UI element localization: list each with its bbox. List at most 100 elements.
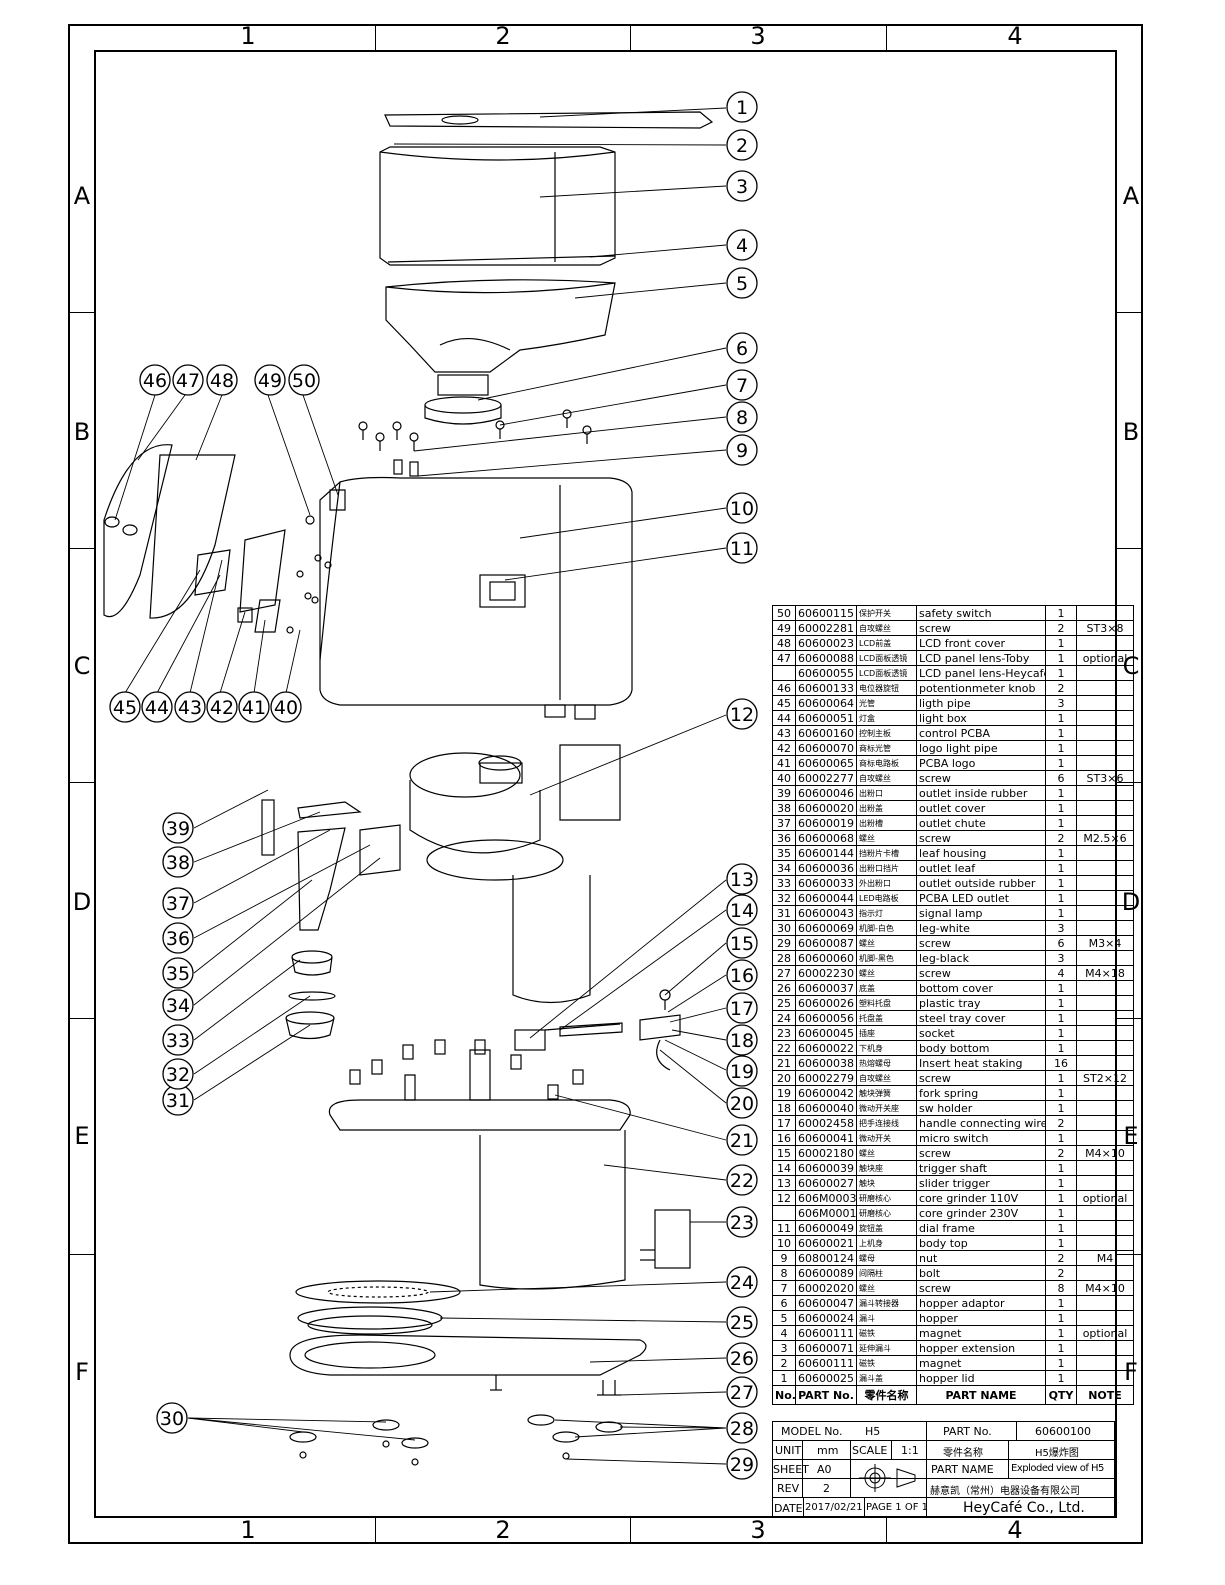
callout-number: 2 <box>736 135 748 157</box>
parts-cell-no: 11 <box>772 1220 796 1236</box>
parts-cell-name: handle connecting wire <box>916 1115 1046 1131</box>
parts-cell-no: 39 <box>772 785 796 801</box>
callout-number: 47 <box>176 370 200 392</box>
parts-cell-no: 23 <box>772 1025 796 1041</box>
parts-cell-name: logo light pipe <box>916 740 1046 756</box>
parts-cell-part-no: 60600040 <box>795 1100 857 1116</box>
zone-col-label: 3 <box>750 1516 766 1544</box>
parts-cell-part-no: 60002020 <box>795 1280 857 1296</box>
callout-number: 18 <box>730 1030 754 1052</box>
callout-17: 17 <box>726 992 758 1024</box>
parts-cell-part-no: 60600027 <box>795 1175 857 1191</box>
parts-cell-cn: 托盘盖 <box>856 1010 917 1026</box>
parts-cell-no: 29 <box>772 935 796 951</box>
body-bottom-part <box>328 1039 631 1290</box>
callout-27: 27 <box>726 1376 758 1408</box>
parts-cell-part-no: 60600064 <box>795 695 857 711</box>
parts-cell-cn: 微动开关 <box>856 1130 917 1146</box>
parts-cell-qty: 1 <box>1045 1130 1077 1146</box>
parts-cell-part-no: 60002279 <box>795 1070 857 1086</box>
rev-value: 2 <box>823 1482 830 1495</box>
parts-cell-cn: 磁铁 <box>856 1325 917 1341</box>
sheet-value: A0 <box>817 1463 832 1476</box>
callout-16: 16 <box>726 959 758 991</box>
parts-cell-note: M2.5×6 <box>1076 830 1134 846</box>
parts-cell-name: trigger shaft <box>916 1160 1046 1176</box>
callout-circle <box>162 846 194 878</box>
unit-label: UNIT <box>775 1444 802 1457</box>
parts-cell-note <box>1076 1235 1134 1251</box>
parts-cell-name: LCD panel lens-Toby <box>916 650 1046 666</box>
callout-circle <box>162 1058 194 1090</box>
parts-cell-name: hopper extension <box>916 1340 1046 1356</box>
callout-7: 7 <box>726 369 758 401</box>
callout-38: 38 <box>162 846 194 878</box>
outlet-assembly-part <box>261 799 401 1040</box>
parts-cell-note <box>1076 875 1134 891</box>
parts-cell-cn: 螺丝 <box>856 830 917 846</box>
parts-cell-name: nut <box>916 1250 1046 1266</box>
title-block: MODEL No. H5 PART No. 60600100 UNIT mm S… <box>772 1421 1116 1518</box>
callout-circle <box>726 1448 758 1480</box>
parts-cell-qty: 1 <box>1045 1190 1077 1206</box>
zone-col-label: 4 <box>1007 1516 1023 1544</box>
parts-cell-qty: 1 <box>1045 875 1077 891</box>
callout-circle <box>726 1055 758 1087</box>
parts-header-name: PART NAME <box>916 1385 1046 1405</box>
parts-cell-cn: 保护开关 <box>856 605 917 621</box>
scale-value: 1:1 <box>901 1444 919 1457</box>
parts-cell-qty: 6 <box>1045 770 1077 786</box>
parts-cell-qty: 1 <box>1045 1100 1077 1116</box>
parts-cell-cn: LCD面板透镜 <box>856 665 917 681</box>
leader-lines <box>114 107 727 1465</box>
parts-cell-note <box>1076 1130 1134 1146</box>
callout-number: 25 <box>730 1312 754 1334</box>
callout-circle <box>726 927 758 959</box>
zone-tick <box>375 1518 376 1544</box>
zone-tick <box>68 1254 94 1255</box>
parts-cell-part-no: 60600115 <box>795 605 857 621</box>
parts-cell-no: 12 <box>772 1190 796 1206</box>
parts-cell-note: M4×18 <box>1076 965 1134 981</box>
callout-circle <box>726 1412 758 1444</box>
callout-circle <box>726 170 758 202</box>
parts-cell-cn: 光管 <box>856 695 917 711</box>
callout-10: 10 <box>726 492 758 524</box>
callout-circle <box>206 364 238 396</box>
parts-cell-qty: 1 <box>1045 1310 1077 1326</box>
plastic-tray-part <box>297 1306 443 1335</box>
callout-3: 3 <box>726 170 758 202</box>
parts-cell-qty: 2 <box>1045 620 1077 636</box>
callout-9: 9 <box>726 434 758 466</box>
callout-number: 20 <box>730 1093 754 1115</box>
callout-circle <box>162 922 194 954</box>
callout-number: 26 <box>730 1348 754 1370</box>
callout-circle <box>172 364 204 396</box>
parts-cell-part-no: 60600020 <box>795 800 857 816</box>
callout-circle <box>726 1087 758 1119</box>
parts-cell-name: socket <box>916 1025 1046 1041</box>
projection-symbol-icon <box>859 1464 916 1492</box>
parts-cell-name: Insert heat staking <box>916 1055 1046 1071</box>
callout-number: 22 <box>730 1170 754 1192</box>
parts-cell-name: hopper adaptor <box>916 1295 1046 1311</box>
parts-cell-no: 16 <box>772 1130 796 1146</box>
callout-28: 28 <box>726 1412 758 1444</box>
parts-cell-no: 22 <box>772 1040 796 1056</box>
parts-cell-cn: 延伸漏斗 <box>856 1340 917 1356</box>
parts-cell-name: LCD front cover <box>916 635 1046 651</box>
parts-cell-name: micro switch <box>916 1130 1046 1146</box>
parts-cell-note <box>1076 1055 1134 1071</box>
parts-cell-part-no: 60600024 <box>795 1310 857 1326</box>
